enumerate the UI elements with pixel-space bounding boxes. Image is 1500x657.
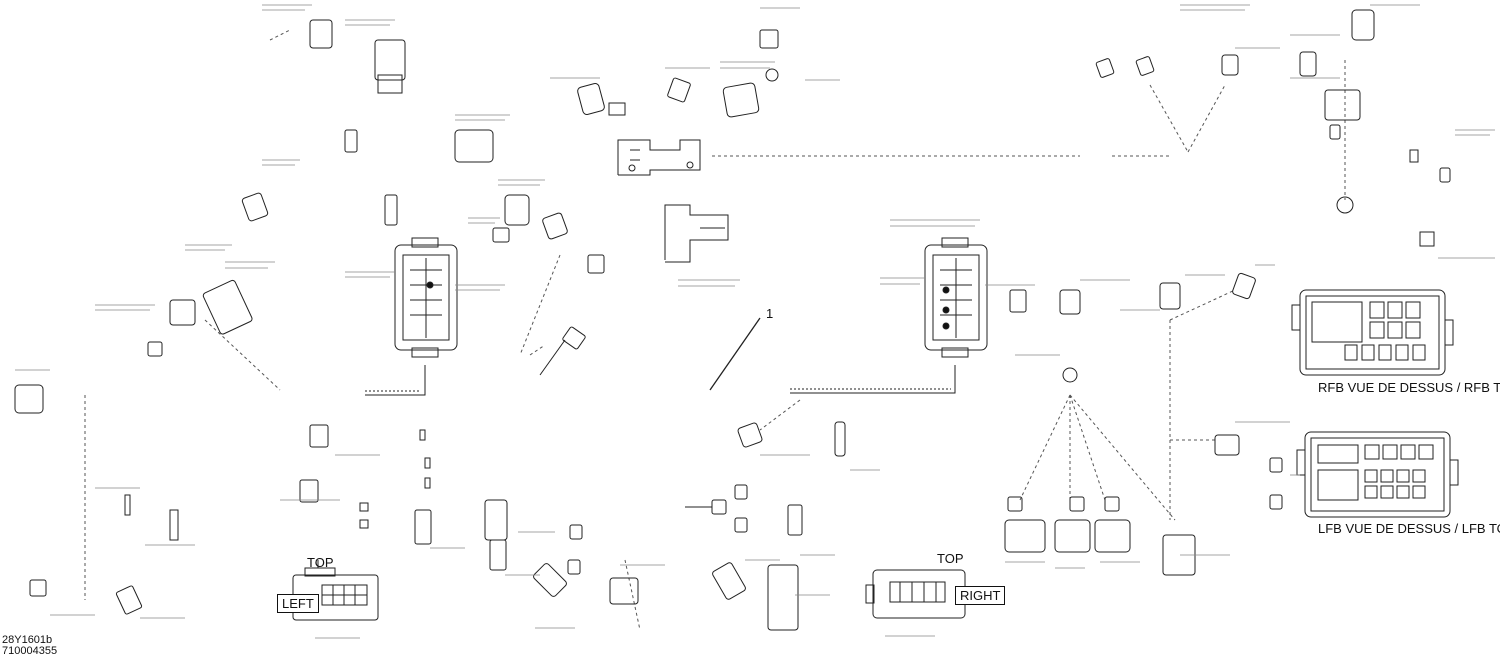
orientation-right-label: RIGHT xyxy=(955,586,1006,605)
orientation-top-left: TOP xyxy=(307,555,334,570)
connector-face-view-right xyxy=(865,569,966,619)
orientation-top-right: TOP xyxy=(937,551,964,566)
orientation-left-label: LEFT xyxy=(277,594,319,613)
harness-strip-left xyxy=(365,365,426,396)
rfb-fuse-box xyxy=(1291,289,1454,376)
bracket-center xyxy=(664,204,729,263)
lfb-fuse-box xyxy=(1296,431,1459,518)
harness-strip-right xyxy=(790,365,956,394)
dashed-harness-lines xyxy=(84,29,1346,631)
annotation-text-blocks xyxy=(15,4,1495,639)
drawing-number: 28Y1601b xyxy=(2,634,53,646)
lfb-view-title: LFB VUE DE DESSUS / LFB TOP VIEW xyxy=(1318,521,1500,536)
part-number: 710004355 xyxy=(2,645,58,657)
main-callout-number: 1 xyxy=(766,306,774,321)
fuse-box-front-right xyxy=(924,237,988,358)
callout-1-leader xyxy=(709,317,761,391)
fuse-box-front-left xyxy=(394,237,458,358)
harness-bracket-top xyxy=(617,139,701,176)
connector-shapes xyxy=(14,9,1451,631)
rfb-view-title: RFB VUE DE DESSUS / RFB TOP VIEW xyxy=(1318,380,1500,395)
